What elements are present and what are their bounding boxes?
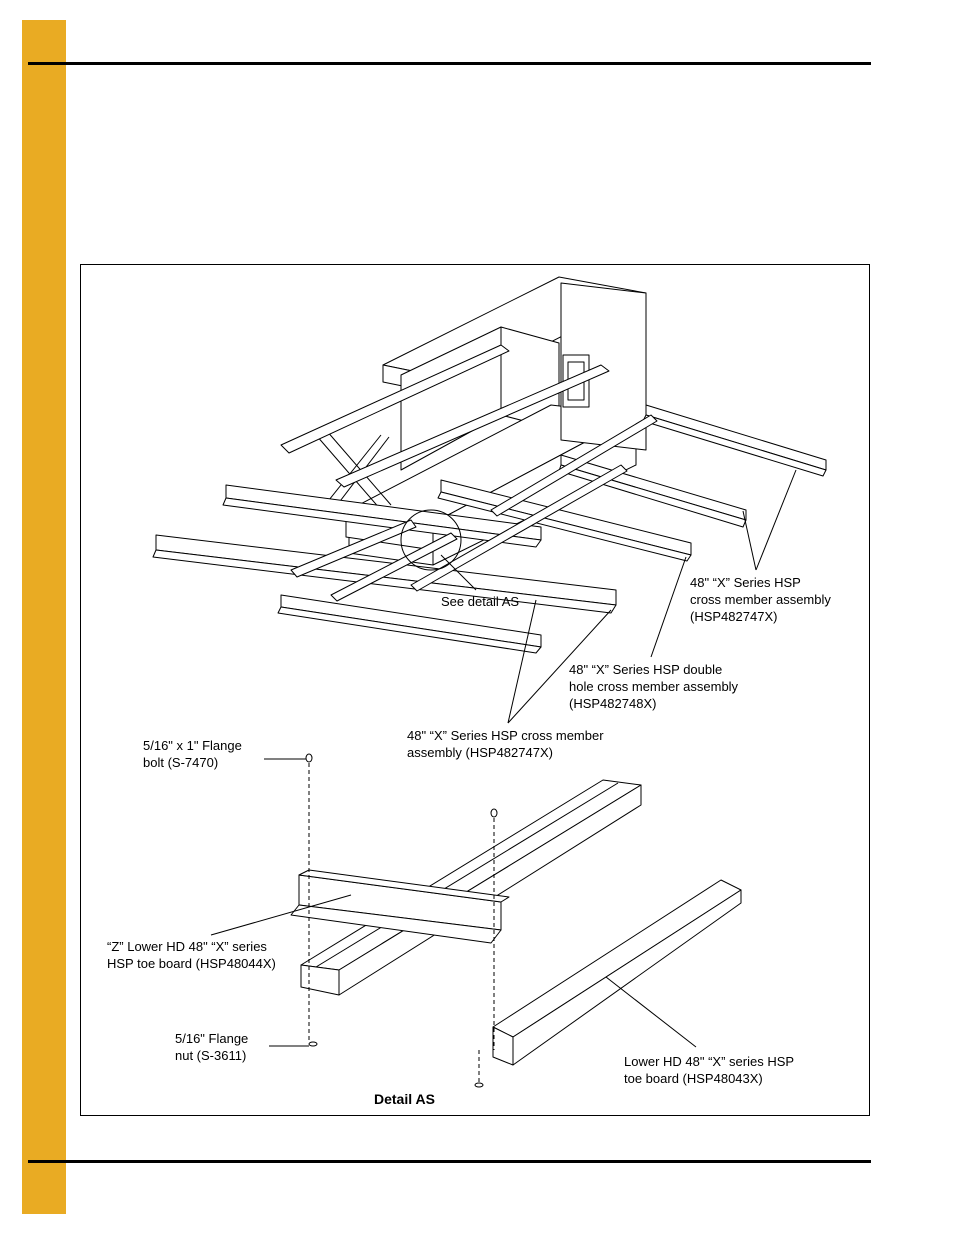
upper-leaders [440,469,797,724]
callout-see-detail: See detail AS [441,594,520,609]
callout-cross-member-right: 48" “X” Series HSP cross member assembly… [690,575,831,624]
cross-members [152,404,827,654]
footer-rule [28,1160,871,1163]
assembly-drawing [152,276,827,1088]
detail-as-drawing [290,753,742,1088]
callout-flange-nut: 5/16" Flange nut (S-3611) [175,1031,249,1063]
callout-double-hole-cross-member: 48" “X” Series HSP double hole cross mem… [569,662,739,711]
detail-dashed-lines [308,763,495,1083]
header-rule [28,62,871,65]
callout-z-toe-board: “Z” Lower HD 48" “X” series HSP toe boar… [107,939,276,971]
callout-lower-toe-board: Lower HD 48" “X” series HSP toe board (H… [624,1054,795,1086]
detail-circle [400,509,462,571]
detail-title: Detail AS [374,1091,435,1107]
detail-leaders [210,758,697,1048]
assembly-figure: See detail AS 48" “X” Series HSP cross m… [80,264,870,1116]
callout-cross-member-left: 48" “X” Series HSP cross member assembly… [407,728,604,760]
callout-flange-bolt: 5/16" x 1" Flange bolt (S-7470) [143,738,242,770]
chapter-side-bar [22,20,66,1214]
